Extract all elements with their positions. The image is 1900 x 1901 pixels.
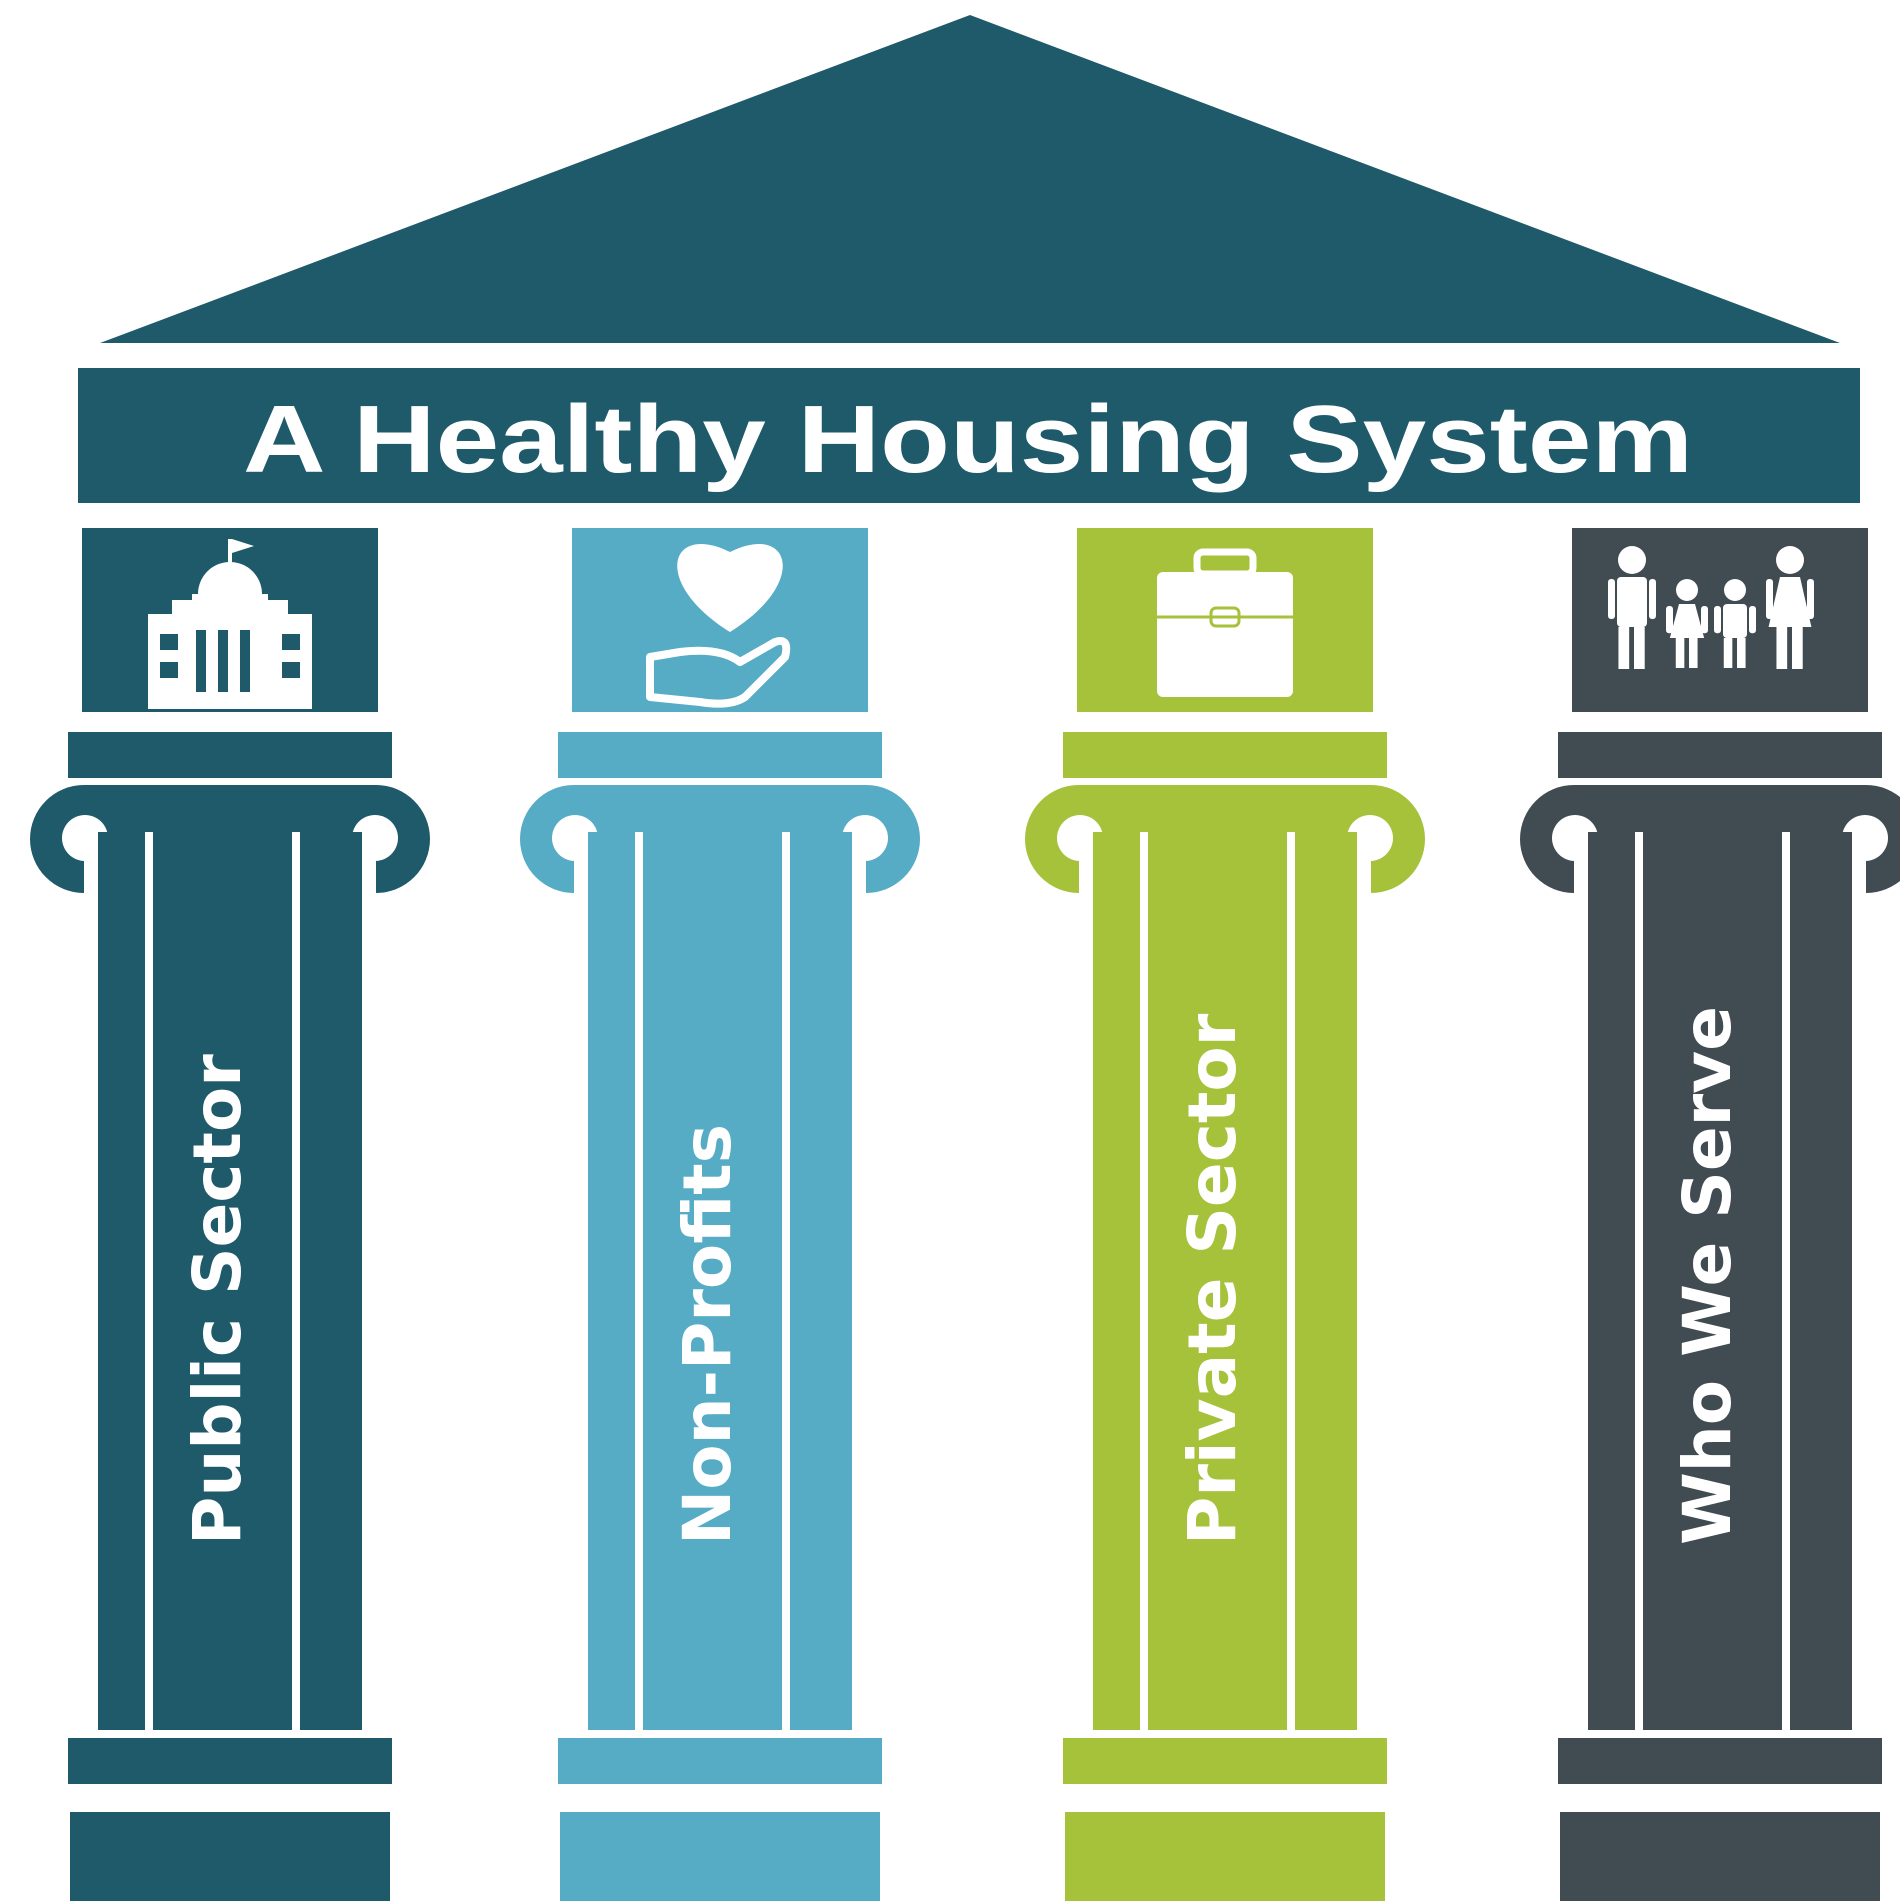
pillar-4: Who We Serve xyxy=(1520,528,1900,1901)
pillar-capital-slab xyxy=(1558,732,1882,778)
volute-hole-right xyxy=(352,815,398,861)
roof-pediment xyxy=(100,15,1840,343)
volute-hole-left xyxy=(552,815,598,861)
pillar-base-band xyxy=(68,1738,392,1784)
volute-hole-left xyxy=(62,815,108,861)
pillar-label: Who We Serve xyxy=(1669,1006,1746,1545)
pillar-capital-slab xyxy=(68,732,392,778)
pillar-plinth xyxy=(70,1812,390,1901)
volute-hole-right xyxy=(1842,815,1888,861)
roof-beam xyxy=(78,368,1860,503)
pillars-group: Public Sector Non-Profits Private Sector Wh… xyxy=(30,528,1900,1901)
pillar-plinth xyxy=(560,1812,880,1901)
pillar-capital-slab xyxy=(1063,732,1387,778)
volute-hole-right xyxy=(1347,815,1393,861)
pillar-capital-slab xyxy=(558,732,882,778)
pillar-shaft xyxy=(1588,832,1852,1730)
pillar-label: Public Sector xyxy=(179,1054,256,1545)
heart-in-hand-icon xyxy=(646,543,791,708)
pillar-base-band xyxy=(1063,1738,1387,1784)
briefcase-icon xyxy=(1157,548,1293,697)
pillar-2: Non-Profits xyxy=(520,528,920,1901)
pillar-label: Non-Profits xyxy=(669,1124,746,1545)
pillar-label: Private Sector xyxy=(1174,1013,1251,1545)
pillar-shaft xyxy=(588,832,852,1730)
pillar-plinth xyxy=(1560,1812,1880,1901)
government-building-icon xyxy=(148,539,312,709)
volute-hole-left xyxy=(1552,815,1598,861)
pillar-1: Public Sector xyxy=(30,528,430,1901)
pillar-plinth xyxy=(1065,1812,1385,1901)
family-icon xyxy=(1608,546,1814,669)
pillar-base-band xyxy=(558,1738,882,1784)
pillar-3: Private Sector xyxy=(1025,528,1425,1901)
volute-hole-left xyxy=(1057,815,1103,861)
pillar-shaft xyxy=(98,832,362,1730)
volute-hole-right xyxy=(842,815,888,861)
diagram-title: A Healthy Housing System xyxy=(243,386,1693,493)
pillar-shaft xyxy=(1093,832,1357,1730)
pillar-base-band xyxy=(1558,1738,1882,1784)
